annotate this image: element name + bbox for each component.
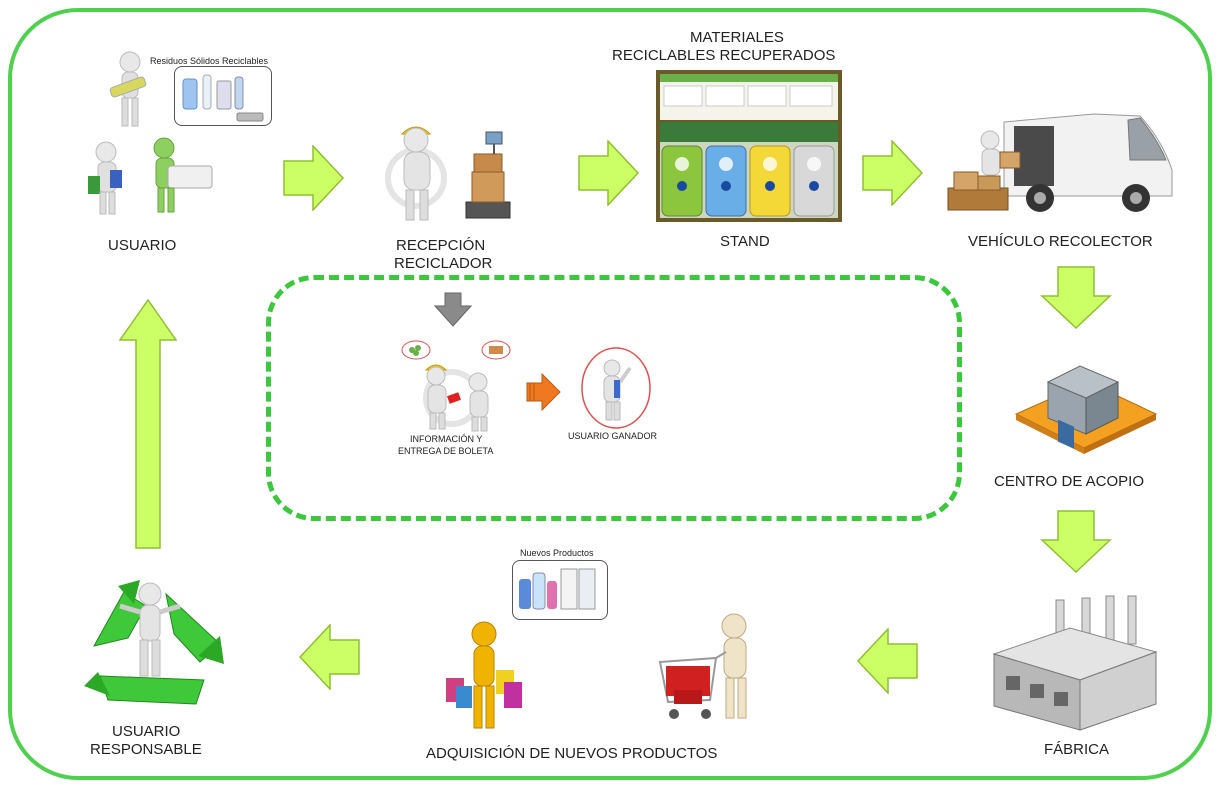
residuos-caption: Residuos Sólidos Reciclables [150, 56, 269, 66]
arrow-right-2 [578, 140, 640, 206]
usuario-ganador-label: USUARIO GANADOR [568, 431, 658, 441]
responsible-user-recycle-illustration [84, 580, 224, 705]
fabrica-label: FÁBRICA [1044, 741, 1110, 758]
inner-reward-dashed-box [266, 275, 962, 521]
centro-acopio-label: CENTRO DE ACOPIO [994, 473, 1145, 490]
recycling-stand-illustration [656, 70, 842, 222]
recepcion-label-line1: RECEPCIÓN [396, 237, 486, 254]
arrow-down-gray [433, 292, 473, 327]
adquisicion-label: ADQUISICIÓN DE NUEVOS PRODUCTOS [426, 745, 718, 762]
arrow-left-1 [856, 628, 918, 694]
information-ticket-illustration [401, 340, 511, 432]
informacion-label-line1: INFORMACIÓN Y [410, 434, 483, 444]
arrow-right-3 [862, 140, 924, 206]
user-recycling-illustration [88, 51, 213, 215]
recyclable-waste-icon [182, 74, 264, 122]
arrow-down-1 [1040, 266, 1112, 330]
materiales-label-line1: MATERIALES [690, 29, 784, 46]
collection-center-illustration [1014, 365, 1158, 454]
informacion-label-line2: ENTREGA DE BOLETA [398, 446, 494, 456]
usuario-label: USUARIO [108, 237, 177, 254]
recepcion-label-line2: RECICLADOR [394, 255, 493, 272]
collection-van-illustration [947, 113, 1173, 212]
winning-user-illustration [581, 347, 651, 429]
stand-label: STAND [720, 233, 770, 250]
arrow-right-1 [283, 145, 345, 211]
gold-shopper-illustration [446, 621, 522, 729]
residuos-speech-bubble [174, 66, 272, 126]
outer-cycle-frame [8, 8, 1212, 780]
materiales-label-line2: RECICLABLES RECUPERADOS [612, 47, 836, 64]
arrow-down-2 [1040, 510, 1112, 574]
responsable-label-line2: RESPONSABLE [90, 741, 202, 758]
shopping-cart-figure-illustration [658, 613, 747, 719]
vehiculo-label: VEHÍCULO RECOLECTOR [968, 233, 1153, 250]
arrow-right-orange [526, 373, 561, 411]
arrow-left-2 [298, 624, 360, 690]
responsable-label-line1: USUARIO [112, 723, 181, 740]
factory-illustration [992, 595, 1158, 731]
new-products-icon [519, 568, 596, 610]
nuevos-productos-caption: Nuevos Productos [520, 548, 594, 558]
nuevos-productos-speech-bubble [512, 560, 608, 620]
recycler-worker-illustration [385, 126, 511, 221]
arrow-up-long [118, 298, 178, 549]
